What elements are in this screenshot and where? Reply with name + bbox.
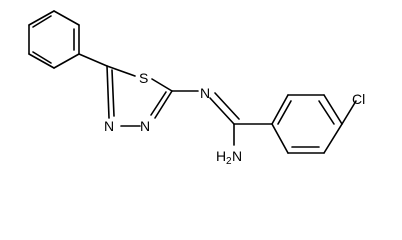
chemical-structure-diagram: S N N N Cl H 2 N [28, 10, 365, 167]
ring-nitrogen-left-label: N [104, 118, 114, 134]
ring-bond-s-c5 [151, 78, 173, 92]
phenyl-bond-3 [53, 53, 80, 69]
ring-bond-n3-c2-double [111, 69, 115, 117]
ring-nitrogen-right-label: N [140, 118, 150, 134]
aryl-bond-1 [271, 94, 289, 125]
aryl-double-1 [277, 100, 292, 125]
ring-bond-c5-n4-double [150, 91, 167, 116]
phenyl-bond-4 [28, 53, 55, 69]
chlorine-label: Cl [352, 91, 365, 107]
aryl-bond-6 [271, 123, 289, 154]
sulfur-label: S [139, 70, 148, 86]
phenyl-bond-1 [53, 10, 80, 26]
ring-bond-n3-c2 [106, 65, 110, 119]
phenyl-double-3 [32, 15, 52, 28]
aryl-bond-4 [323, 123, 343, 154]
phenyl-double-2 [32, 51, 52, 64]
amine-n-label: N [232, 148, 242, 164]
aryl-double-2 [318, 100, 335, 125]
chlorophenyl-ring [271, 94, 343, 154]
ring-bond-c5-n4 [154, 90, 173, 119]
phenyl-bond-6 [28, 10, 55, 26]
amine-subscript-label: 2 [226, 156, 232, 167]
aryl-chlorine-bond [341, 100, 357, 125]
imine-nitrogen-label: N [200, 85, 210, 101]
thiadiazole-ring [106, 65, 173, 127]
imine-double-bond-1 [209, 97, 235, 125]
amine-h-label: H [216, 148, 226, 164]
ring-bond-c2-s [106, 65, 136, 77]
aryl-bond-3 [323, 94, 343, 125]
imine-double-bond-2 [214, 92, 240, 120]
phenyl-ring [28, 10, 80, 69]
phenyl-thiadiazole-bond [78, 53, 108, 67]
